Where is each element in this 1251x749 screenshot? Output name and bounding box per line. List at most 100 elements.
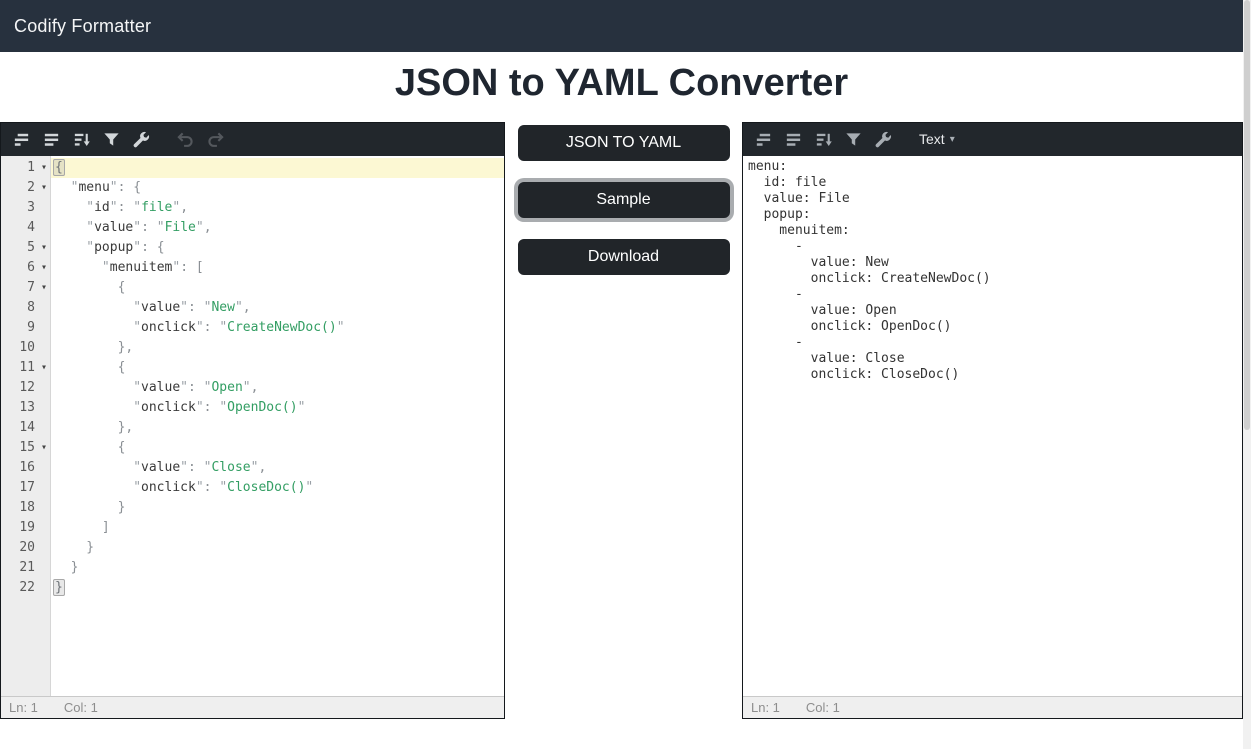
yaml-line: menuitem: bbox=[748, 222, 850, 238]
code-line: 21} bbox=[1, 558, 504, 578]
line-number: 19 bbox=[19, 519, 35, 535]
code-line: 16"value": "Close", bbox=[1, 458, 504, 478]
code-line-text: "menuitem": [ bbox=[101, 259, 204, 275]
page-scrollbar-thumb[interactable] bbox=[1244, 0, 1250, 430]
yaml-line: popup: bbox=[748, 206, 811, 222]
yaml-line: - bbox=[748, 334, 803, 350]
fold-spacer bbox=[37, 198, 51, 218]
line-number-gutter bbox=[1, 155, 51, 696]
fold-spacer bbox=[37, 378, 51, 398]
undo-icon[interactable] bbox=[175, 129, 196, 150]
format-icon[interactable] bbox=[41, 129, 62, 150]
compact-icon[interactable] bbox=[753, 129, 774, 150]
fold-spacer bbox=[37, 578, 51, 598]
repair-icon[interactable] bbox=[873, 129, 894, 150]
fold-spacer bbox=[37, 478, 51, 498]
line-number: 2 bbox=[27, 179, 35, 195]
json-input-editor[interactable]: 1▾{2▾"menu": {3"id": "file",4"value": "F… bbox=[1, 155, 504, 696]
fold-toggle-icon[interactable]: ▾ bbox=[40, 441, 48, 453]
cursor-col-indicator: Col: 1 bbox=[805, 699, 840, 715]
line-number: 13 bbox=[19, 399, 35, 415]
brand-link[interactable]: Codify Formatter bbox=[14, 15, 152, 36]
yaml-line: value: File bbox=[748, 190, 850, 206]
fold-spacer bbox=[37, 418, 51, 438]
code-line-text: "value": "New", bbox=[133, 299, 251, 315]
mode-dropdown[interactable]: Text ▾ bbox=[919, 131, 955, 147]
line-number: 16 bbox=[19, 459, 35, 475]
sort-icon[interactable] bbox=[813, 129, 834, 150]
cursor-line-indicator: Ln: 1 bbox=[751, 699, 780, 715]
line-number: 10 bbox=[19, 339, 35, 355]
fold-toggle-icon[interactable]: ▾ bbox=[40, 361, 48, 373]
yaml-line: menu: bbox=[748, 158, 788, 174]
code-line: 12"value": "Open", bbox=[1, 378, 504, 398]
fold-spacer bbox=[37, 318, 51, 338]
fold-spacer bbox=[37, 558, 51, 578]
line-number: 12 bbox=[19, 379, 35, 395]
code-line: 15▾{ bbox=[1, 438, 504, 458]
code-line-text: "popup": { bbox=[86, 239, 165, 255]
yaml-line: onclick: CloseDoc() bbox=[748, 366, 960, 382]
yaml-toolbar: Text ▾ bbox=[743, 122, 1242, 156]
line-number: 20 bbox=[19, 539, 35, 555]
code-line-text: { bbox=[117, 439, 126, 455]
code-line-text: } bbox=[86, 539, 95, 555]
filter-icon[interactable] bbox=[843, 129, 864, 150]
code-line-text: { bbox=[117, 359, 126, 375]
code-line: 20} bbox=[1, 538, 504, 558]
fold-spacer bbox=[37, 518, 51, 538]
fold-spacer bbox=[37, 538, 51, 558]
top-navbar: Codify Formatter bbox=[0, 0, 1243, 52]
fold-toggle-icon[interactable]: ▾ bbox=[40, 181, 48, 193]
code-line: 14}, bbox=[1, 418, 504, 438]
line-number: 5 bbox=[27, 239, 35, 255]
format-icon[interactable] bbox=[783, 129, 804, 150]
code-line: 11 ▾ { bbox=[1, 358, 504, 378]
fold-toggle-icon[interactable]: ▾ bbox=[40, 281, 48, 293]
yaml-output-editor[interactable]: menu: id: file value: File popup: menuit… bbox=[743, 155, 1242, 696]
code-line: 5 ▾ "popup": { bbox=[1, 238, 504, 258]
compact-icon[interactable] bbox=[11, 129, 32, 150]
yaml-line: onclick: OpenDoc() bbox=[748, 318, 952, 334]
line-number: 11 bbox=[19, 359, 35, 375]
content-row: 1▾{2▾"menu": {3"id": "file",4"value": "F… bbox=[0, 121, 1243, 719]
fold-toggle-icon[interactable]: ▾ bbox=[40, 161, 48, 173]
code-line-text: }, bbox=[117, 419, 134, 435]
line-number: 14 bbox=[19, 419, 35, 435]
code-line-text: ] bbox=[101, 519, 110, 535]
fold-spacer bbox=[37, 458, 51, 478]
cursor-line-indicator: Ln: 1 bbox=[9, 699, 38, 715]
code-line: 3 "id": "file", bbox=[1, 198, 504, 218]
fold-spacer bbox=[37, 218, 51, 238]
line-number: 18 bbox=[19, 499, 35, 515]
download-button[interactable]: Download bbox=[517, 238, 730, 275]
json-input-panel: 1▾{2▾"menu": {3"id": "file",4"value": "F… bbox=[0, 121, 505, 719]
convert-button[interactable]: JSON TO YAML bbox=[517, 124, 730, 161]
sort-icon[interactable] bbox=[71, 129, 92, 150]
fold-spacer bbox=[37, 398, 51, 418]
line-number: 21 bbox=[19, 559, 35, 575]
json-toolbar bbox=[1, 122, 504, 156]
filter-icon[interactable] bbox=[101, 129, 122, 150]
fold-toggle-icon[interactable]: ▾ bbox=[40, 241, 48, 253]
code-line: 6▾"menuitem": [ bbox=[1, 258, 504, 278]
cursor-col-indicator: Col: 1 bbox=[63, 699, 98, 715]
fold-spacer bbox=[37, 298, 51, 318]
line-number: 17 bbox=[19, 479, 35, 495]
code-line-text: "id": "file", bbox=[86, 199, 189, 215]
repair-icon[interactable] bbox=[131, 129, 152, 150]
line-number: 1 bbox=[27, 159, 35, 175]
code-line-text: "onclick": "CreateNewDoc()" bbox=[133, 319, 345, 335]
sample-button[interactable]: Sample bbox=[517, 181, 730, 218]
code-line-text: } bbox=[53, 578, 65, 596]
redo-icon[interactable] bbox=[205, 129, 226, 150]
code-line: 22} bbox=[1, 578, 504, 598]
code-line: 1▾{ bbox=[1, 157, 504, 178]
mode-dropdown-label: Text bbox=[919, 131, 945, 148]
code-line-text: "value": "File", bbox=[86, 219, 212, 235]
line-number: 3 bbox=[27, 199, 35, 215]
code-line: 8"value": "New", bbox=[1, 298, 504, 318]
yaml-output-panel: Text ▾ menu: id: file value: File popup:… bbox=[742, 121, 1243, 719]
fold-toggle-icon[interactable]: ▾ bbox=[40, 261, 48, 273]
